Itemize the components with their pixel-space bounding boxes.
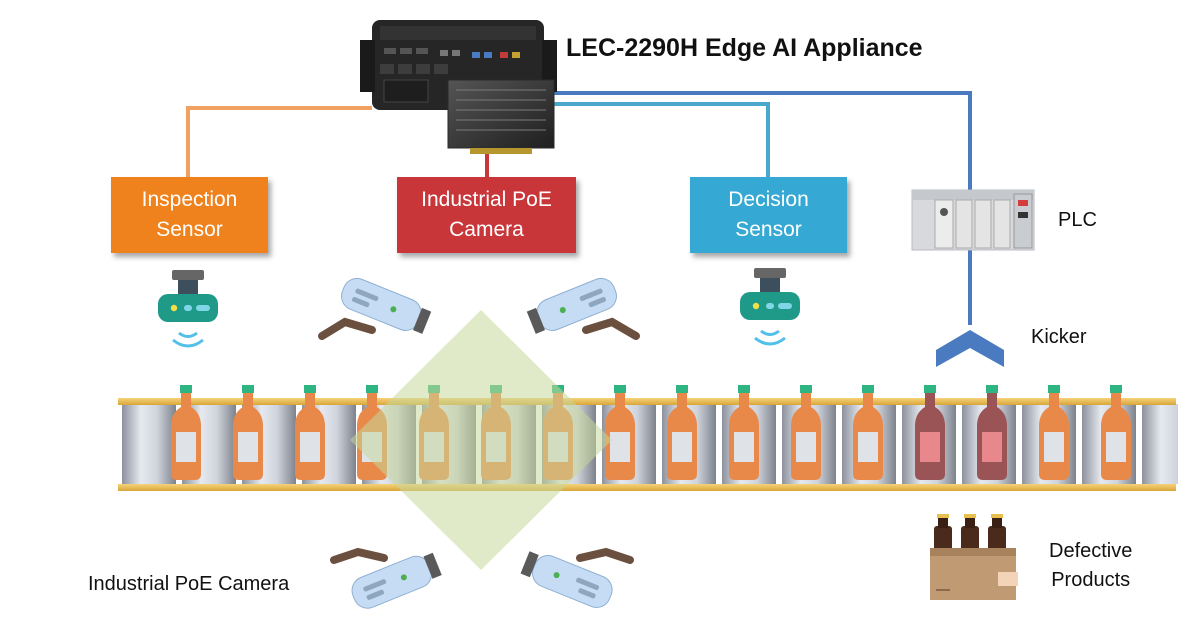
edge-ai-appliance-icon <box>360 20 557 154</box>
decision-sensor-line1: Decision <box>728 188 809 211</box>
bottle <box>295 385 325 480</box>
poe-camera-line2: Camera <box>449 218 524 241</box>
line-inspection-sensor <box>186 106 372 178</box>
camera-bottom-left-icon <box>330 547 442 609</box>
camera-top-right-icon <box>526 277 640 340</box>
poe-camera-box: Industrial PoE Camera <box>397 177 576 253</box>
plc-icon <box>911 189 1035 251</box>
bottle <box>233 385 263 480</box>
defective-bottle <box>915 385 945 480</box>
camera-top-left-icon <box>318 277 432 340</box>
conveyor-rollers <box>122 404 1178 484</box>
camera-bottom-right-icon <box>520 547 634 608</box>
conveyor-rail-bottom <box>118 484 1176 491</box>
bottle <box>791 385 821 480</box>
inspection-sensor-icon <box>158 270 218 348</box>
defective-line2: Products <box>1051 569 1131 591</box>
decision-sensor-line2: Sensor <box>735 218 802 241</box>
defective-line1: Defective <box>1049 540 1133 562</box>
kicker-label: Kicker <box>1031 326 1087 348</box>
bottle-crate-icon <box>930 514 1018 600</box>
defective-products-label: Defective Products <box>1049 537 1132 595</box>
bottle <box>1039 385 1069 480</box>
line-plc <box>552 91 972 190</box>
kicker-arrow-icon <box>936 330 1004 367</box>
inspection-sensor-line1: Inspection <box>141 188 238 211</box>
bottle <box>171 385 201 480</box>
diagram-title: LEC-2290H Edge AI Appliance <box>566 34 923 62</box>
connection-lines <box>186 91 972 325</box>
bottle <box>729 385 759 480</box>
bottle <box>1101 385 1131 480</box>
plc-label: PLC <box>1058 209 1097 231</box>
inspection-zone <box>350 310 612 570</box>
bottle <box>853 385 883 480</box>
bottle <box>605 385 635 480</box>
line-decision-sensor <box>552 102 770 178</box>
conveyor-roller <box>122 404 176 484</box>
defective-bottle <box>977 385 1007 480</box>
poe-camera-line1: Industrial PoE <box>421 188 552 211</box>
bottom-camera-label: Industrial PoE Camera <box>88 573 290 595</box>
bottle <box>667 385 697 480</box>
conveyor-rail-top <box>118 398 1176 405</box>
inspection-sensor-line2: Sensor <box>156 218 223 241</box>
conveyor-roller <box>1142 404 1178 484</box>
decision-sensor-icon <box>740 268 800 346</box>
